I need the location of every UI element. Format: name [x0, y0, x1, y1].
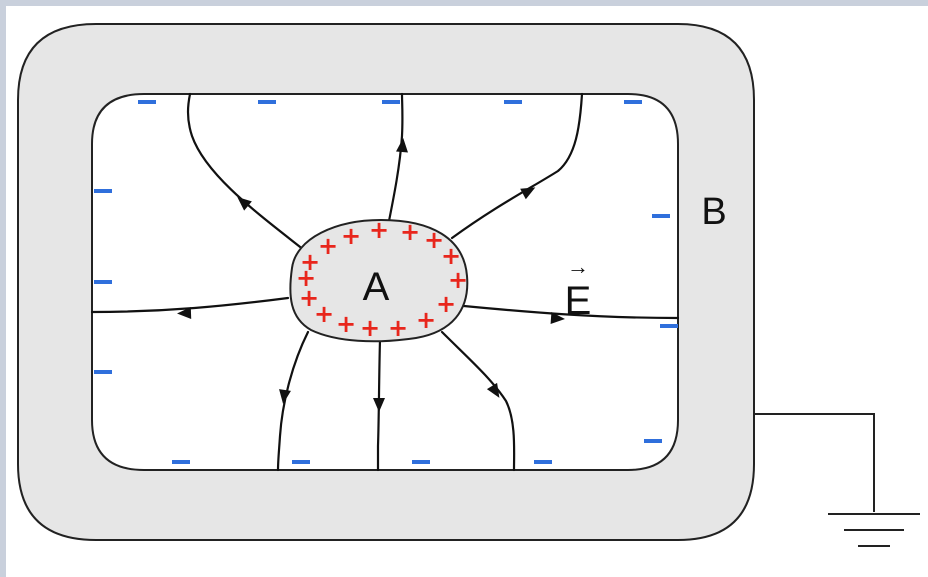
positive-charge: +	[424, 226, 444, 254]
arrowhead	[396, 138, 408, 153]
field-vector-mark: →	[567, 254, 589, 279]
positive-charge: +	[296, 264, 316, 292]
positive-charge: +	[400, 218, 420, 246]
field-line	[276, 330, 310, 472]
label-e: E	[565, 279, 592, 323]
field-line	[186, 92, 306, 252]
label-a: A	[363, 265, 390, 309]
positive-charge: +	[299, 284, 319, 312]
arrowhead	[373, 398, 385, 412]
negative-charges	[94, 100, 678, 464]
positive-charge: +	[300, 248, 320, 276]
positive-charge: +	[448, 266, 468, 294]
diagram-canvas: + + + + + + + + + + + + + + + + A B → E	[6, 6, 928, 577]
electric-field-lines	[90, 92, 680, 472]
positive-charge: +	[369, 216, 389, 244]
ground-connection	[754, 413, 920, 547]
inner-conductor-a	[289, 218, 469, 343]
arrowhead	[177, 307, 192, 319]
positive-charge: +	[336, 310, 356, 338]
field-line	[450, 92, 584, 240]
positive-charge: +	[436, 290, 456, 318]
field-line	[462, 304, 680, 320]
positive-charge: +	[388, 314, 408, 342]
field-line	[90, 296, 290, 314]
positive-charge: +	[318, 232, 338, 260]
label-b: B	[701, 191, 726, 233]
positive-charge: +	[441, 242, 461, 270]
positive-charge: +	[416, 306, 436, 334]
electrostatic-shielding-diagram: + + + + + + + + + + + + + + + + A B → E	[17, 23, 920, 547]
arrowhead	[520, 187, 536, 200]
arrowhead	[237, 197, 252, 211]
positive-charges: + + + + + + + + + + + + + + + +	[296, 216, 468, 342]
outer-conductor-b	[17, 23, 755, 541]
ground-wire	[754, 413, 875, 512]
arrowhead	[486, 382, 500, 398]
positive-charge: +	[314, 300, 334, 328]
field-line	[440, 330, 516, 472]
field-arrowheads	[177, 138, 565, 412]
arrowhead	[550, 312, 565, 324]
field-line	[386, 92, 404, 228]
field-line	[376, 338, 382, 472]
positive-charge: +	[341, 222, 361, 250]
positive-charge: +	[360, 314, 380, 342]
arrowhead	[279, 389, 291, 404]
